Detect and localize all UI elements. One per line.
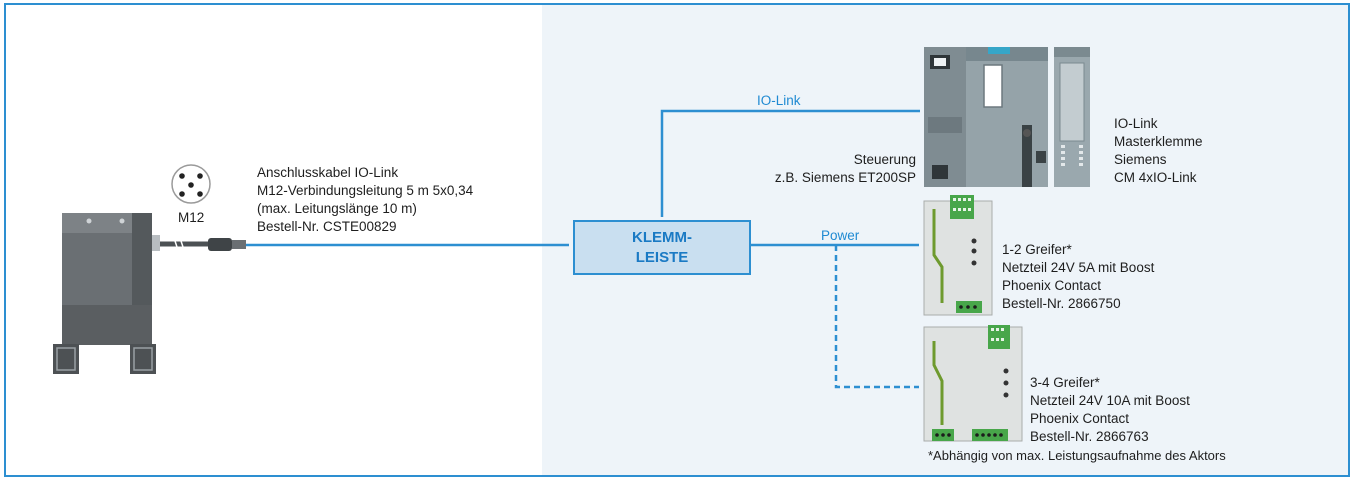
iolink-master-module xyxy=(1054,47,1090,187)
master-line-3: Siemens xyxy=(1114,152,1167,167)
power-connection-label: Power xyxy=(821,228,860,243)
terminal-block-line-1: KLEMM- xyxy=(632,228,692,246)
psu2-line-1: 3-4 Greifer* xyxy=(1030,375,1100,390)
footnote: *Abhängig von max. Leistungsaufnahme des… xyxy=(928,448,1226,463)
diagram-frame: M12 Anschlusskabel IO-Link M12-Verbindun… xyxy=(4,3,1350,477)
psu1-line-1: 1-2 Greifer* xyxy=(1002,242,1072,257)
controller-label: Steuerung z.B. Siemens ET200SP xyxy=(758,151,916,187)
master-label: IO-Link Masterklemme Siemens CM 4xIO-Lin… xyxy=(1114,115,1203,187)
psu1-label: 1-2 Greifer* Netzteil 24V 5A mit Boost P… xyxy=(1002,241,1154,313)
psu2-label: 3-4 Greifer* Netzteil 24V 10A mit Boost … xyxy=(1030,374,1190,446)
cable-line-2: (max. Leitungslänge 10 m) xyxy=(257,201,417,216)
psu2-line-4: Bestell-Nr. 2866763 xyxy=(1030,429,1149,444)
iolink-connection-label: IO-Link xyxy=(757,93,801,108)
master-line-2: Masterklemme xyxy=(1114,134,1203,149)
m12-connector-icon xyxy=(171,164,211,204)
wiring-diagram xyxy=(53,47,1090,442)
m12-label: M12 xyxy=(178,210,205,225)
power-line-optional xyxy=(834,245,919,389)
controller-line-2: z.B. Siemens ET200SP xyxy=(774,170,916,185)
cable-line-3: Bestell-Nr. CSTE00829 xyxy=(257,219,397,234)
psu1-line-4: Bestell-Nr. 2866750 xyxy=(1002,296,1121,311)
power-supply-2 xyxy=(923,325,1023,442)
terminal-block: KLEMM- LEISTE xyxy=(573,220,751,275)
psu1-line-2: Netzteil 24V 5A mit Boost xyxy=(1002,260,1155,275)
controller-device xyxy=(924,47,1048,187)
psu2-line-2: Netzteil 24V 10A mit Boost xyxy=(1030,393,1190,408)
cable-line-1: M12-Verbindungsleitung 5 m 5x0,34 xyxy=(257,183,474,198)
psu1-line-3: Phoenix Contact xyxy=(1002,278,1102,293)
psu2-line-3: Phoenix Contact xyxy=(1030,411,1130,426)
power-supply-1 xyxy=(923,195,993,316)
terminal-block-line-2: LEISTE xyxy=(635,248,689,266)
cable-title: Anschlusskabel IO-Link xyxy=(257,165,399,180)
iolink-line xyxy=(660,109,920,217)
controller-line-1: Steuerung xyxy=(853,152,916,167)
gripper-device xyxy=(53,213,246,374)
master-line-1: IO-Link xyxy=(1114,116,1158,131)
cable-description: Anschlusskabel IO-Link M12-Verbindungsle… xyxy=(257,164,473,236)
master-line-4: CM 4xIO-Link xyxy=(1114,170,1197,185)
